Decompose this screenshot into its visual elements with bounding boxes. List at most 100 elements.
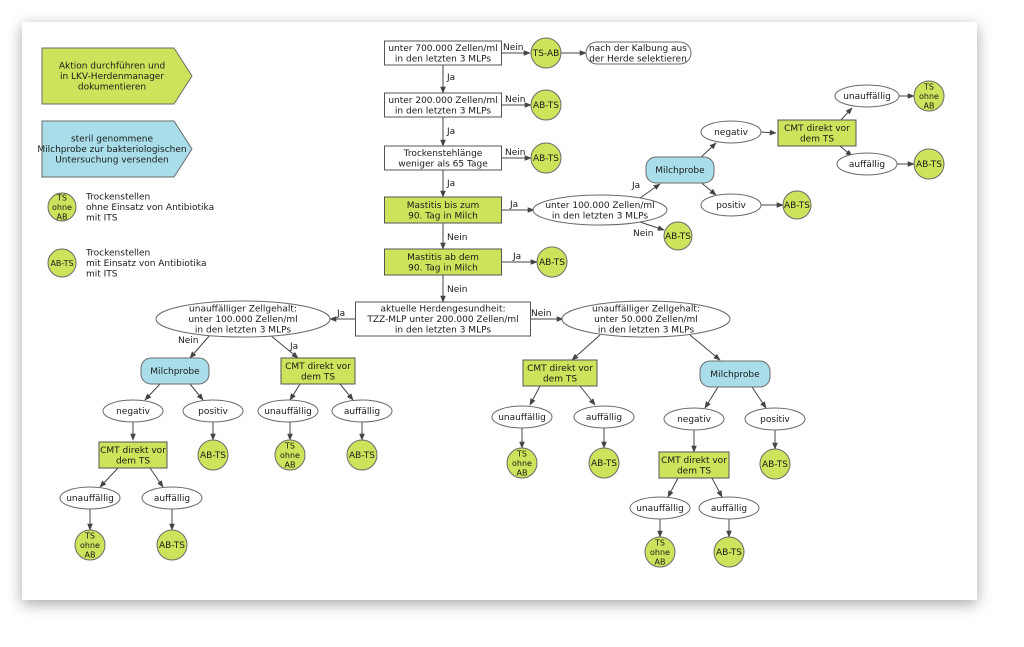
node-label: auffällig (711, 504, 747, 514)
node-label: TS (56, 193, 67, 202)
node-label: weniger als 65 Tage (398, 159, 488, 169)
connector-arrow (760, 129, 777, 136)
node-label: ohne Einsatz von Antibiotika (86, 203, 214, 213)
decision-trockenstehlaenge (384, 145, 502, 171)
node-label: unter 100.000 Zellen/ml (545, 201, 654, 211)
result-unauffaellig (59, 486, 121, 510)
node-label: TS-AB (532, 49, 560, 59)
node-label: in den letzten 3 MLPs (395, 326, 491, 336)
node-label: TS (284, 441, 295, 450)
node-label: unauffälliger Zellgehalt: (592, 305, 700, 315)
edge-label: Ja (336, 309, 345, 319)
node-label: auffällig (344, 407, 380, 417)
node-label: AB (285, 460, 296, 469)
node-label: TS (923, 82, 934, 91)
node-label: AB-TS (784, 201, 810, 211)
action-ts-ab (530, 37, 562, 69)
node-label: positiv (198, 407, 228, 417)
node-label: AB-TS (716, 548, 742, 558)
action-ab-ts (197, 439, 229, 471)
action-ab-ts (588, 447, 620, 479)
node-label: AB-TS (916, 160, 942, 170)
decision-zellgehalt-50k (561, 300, 731, 338)
connector-arrow (149, 467, 164, 488)
note-selektieren (585, 41, 692, 65)
node-label: TS (84, 531, 95, 540)
node-label: AB-TS (762, 460, 788, 470)
node-label: steril genommene (71, 135, 154, 145)
node-label: AB-TS (50, 259, 73, 268)
connector-arrow (639, 183, 661, 199)
node-label: Milchprobe (150, 367, 200, 377)
edge-label: Ja (446, 73, 455, 83)
node-label: in den letzten 3 MLPs (395, 106, 491, 116)
node-label: TS (654, 538, 665, 547)
decision-mastitis-bis-90 (384, 196, 502, 224)
cmt-node (658, 451, 730, 479)
node-label: ohne (80, 541, 100, 550)
node-label: negativ (714, 128, 748, 138)
node-label: AB (517, 468, 528, 477)
connector-arrow (339, 383, 354, 401)
node-label: nach der Kalbung aus (589, 44, 687, 54)
connector-arrow (839, 107, 853, 122)
result-auffaellig (573, 405, 635, 429)
node-label: AB (85, 550, 96, 559)
node-label: AB-TS (159, 541, 185, 551)
connector-arrow (639, 221, 665, 231)
decision-mastitis-ab-90 (384, 248, 502, 276)
connector-arrow (189, 334, 211, 359)
edge-label: Nein (505, 148, 525, 158)
decision-200k (384, 92, 502, 118)
milchprobe-node (699, 360, 771, 388)
action-ts-ohne-ab (74, 529, 106, 561)
node-label: ohne (280, 451, 300, 460)
connector-arrow (189, 383, 204, 401)
node-label: AB-TS (533, 154, 559, 164)
action-ab-ts (530, 142, 562, 174)
node-label: unter 700.000 Zellen/ml (388, 44, 497, 54)
connector-arrow (751, 386, 767, 409)
connector-arrow (667, 477, 679, 498)
node-label: Trockenstellen (85, 193, 150, 203)
node-label: unter 100.000 Zellen/ml (188, 315, 297, 325)
result-positiv (182, 399, 244, 423)
node-label: in den letzten 3 MLPs (195, 326, 291, 336)
result-unauffaellig (257, 399, 319, 423)
node-label: unter 50.000 Zellen/ml (594, 315, 698, 325)
node-label: AB (924, 101, 935, 110)
action-ab-ts (536, 246, 568, 278)
connector-arrow (711, 477, 723, 498)
connector-arrow (689, 334, 721, 361)
action-ts-ohne-ab (274, 439, 306, 471)
connector-arrow (289, 383, 301, 401)
result-positiv (700, 193, 762, 217)
result-auffaellig (698, 496, 760, 520)
node-label: dem TS (543, 374, 577, 384)
node-label: Milchprobe (655, 166, 705, 176)
node-label: Milchprobe zur bakteriologischen (37, 145, 186, 155)
cmt-node (777, 119, 857, 147)
node-label: CMT direkt vor (661, 456, 727, 466)
action-ab-ts (156, 529, 188, 561)
edge-label: Nein (505, 95, 525, 105)
node-label: Mastitis ab dem (407, 253, 479, 263)
node-label: unauffällig (66, 494, 114, 504)
node-label: mit ITS (86, 270, 118, 280)
node-label: auffällig (154, 494, 190, 504)
node-label: Trockenstellen (85, 249, 150, 259)
result-negativ (102, 399, 164, 423)
node-label: CMT direkt vor (527, 364, 593, 374)
node-label: ohne (52, 203, 72, 212)
node-label: CMT direkt vor (784, 124, 850, 134)
node-label: positiv (760, 415, 790, 425)
node-label: unter 200.000 Zellen/ml (388, 96, 497, 106)
connector-arrow (529, 385, 541, 406)
node-label: TS (516, 449, 527, 458)
legend-action-shape (41, 47, 193, 105)
edge-label: Ja (289, 342, 298, 352)
action-ab-ts (759, 448, 791, 480)
connector-arrow (579, 385, 596, 406)
node-label: unauffällig (843, 92, 891, 102)
node-label: CMT direkt vor (100, 446, 166, 456)
